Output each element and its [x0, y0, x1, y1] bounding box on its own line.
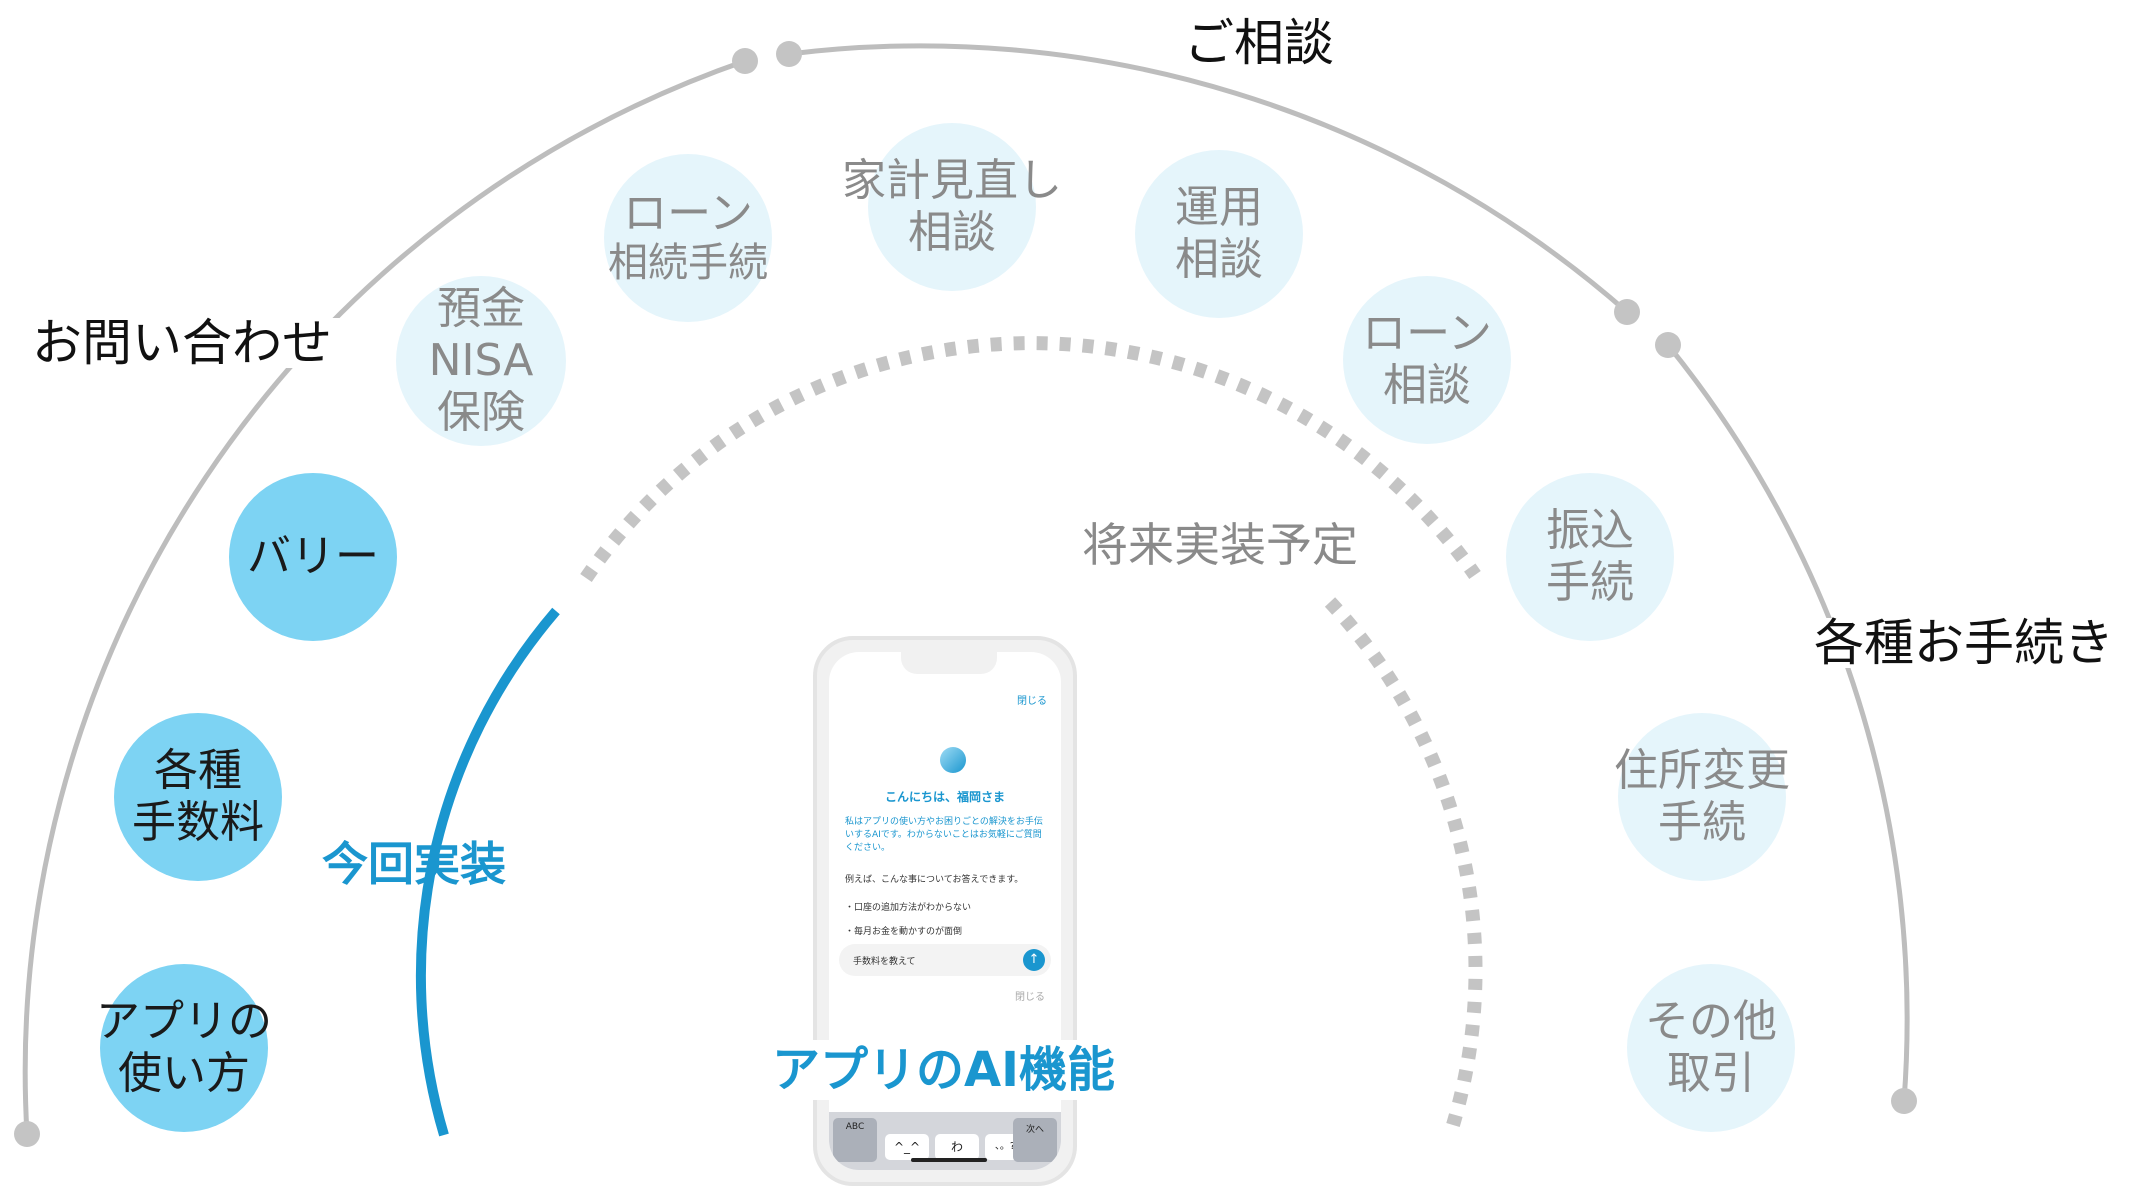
future-dotted-arc: [1324, 597, 1483, 1127]
keyboard-abc-key[interactable]: ABC: [833, 1118, 877, 1162]
item-line: 振込: [1546, 505, 1634, 557]
phone-bullet: ・口座の追加方法がわからない: [845, 903, 972, 913]
arc-endpoint-dot: [776, 41, 802, 67]
item-deposit-nisa-insurance: 預金 NISA 保険: [396, 276, 566, 446]
item-line: 住所変更: [1614, 745, 1790, 797]
phone-greeting: こんにちは、福岡さま: [884, 790, 1005, 804]
item-line: 家計見直し: [842, 155, 1062, 207]
item-line: 保険: [437, 386, 525, 438]
item-line: 相談: [908, 207, 996, 258]
keyboard-next-key[interactable]: 次へ: [1013, 1118, 1057, 1162]
outer-arc-inquiry: [22, 58, 746, 1135]
item-line: 手続: [1658, 797, 1746, 848]
item-household-review: 家計見直し 相談: [842, 123, 1062, 291]
future-dotted-arc: [580, 336, 1481, 582]
item-line: ローン: [623, 188, 753, 240]
phone-bullet: ・毎月お金を動かすのが面倒: [845, 927, 963, 937]
arc-endpoint-dot: [1614, 299, 1640, 325]
phone-mockup: 閉じる こんにちは、福岡さま 私はアプリの使い方やお困りごとの解決をお手伝いする…: [813, 636, 1077, 1186]
phone-chat-input[interactable]: 手数料を教えて ↑: [839, 944, 1051, 976]
item-line: 相談: [1383, 360, 1471, 411]
item-line: 預金: [437, 283, 525, 335]
item-line: 使い方: [118, 1048, 250, 1099]
phone-home-indicator: [911, 1158, 987, 1162]
item-loan-consultation: ローン 相談: [1343, 276, 1511, 444]
outer-arc-procedures: [1666, 343, 1910, 1102]
item-address-change: 住所変更 手続: [1614, 713, 1790, 881]
label-consultation: ご相談: [1172, 18, 1346, 68]
item-fees: 各種 手数料: [114, 713, 282, 881]
arc-endpoint-dot: [732, 48, 758, 74]
app-ai-label: アプリのAI機能: [762, 1040, 1126, 1100]
phone-close-button-2[interactable]: 閉じる: [1015, 992, 1045, 1003]
keyboard-key[interactable]: わ: [935, 1134, 979, 1160]
phone-description: 私はアプリの使い方やお困りごとの解決をお手伝いするAIです。わからないことはお気…: [845, 817, 1043, 854]
arc-endpoint-dot: [1891, 1088, 1917, 1114]
future-impl-label: 将来実装予定: [1082, 518, 1358, 572]
label-procedures: 各種お手続き: [1802, 618, 2126, 668]
label-inquiry: お問い合わせ: [20, 318, 344, 368]
phone-example-intro: 例えば、こんな事についてお答えできます。: [845, 875, 1024, 885]
item-line: 手数料: [132, 797, 264, 848]
item-line: 各種: [154, 745, 242, 797]
item-line: その他: [1645, 996, 1777, 1048]
current-impl-label: 今回実装: [322, 837, 506, 891]
item-other-transactions: その他 取引: [1627, 964, 1795, 1132]
item-line: 取引: [1667, 1048, 1755, 1099]
item-investment-consultation: 運用 相談: [1135, 150, 1303, 318]
arrow-up-icon[interactable]: ↑: [1023, 949, 1045, 971]
item-line: ローン: [1362, 308, 1492, 360]
current-impl-arc: [415, 607, 560, 1137]
item-app-usage: アプリの 使い方: [96, 964, 272, 1132]
phone-close-button[interactable]: 閉じる: [1017, 696, 1047, 707]
item-transfer-procedure: 振込 手続: [1506, 473, 1674, 641]
phone-notch: [901, 652, 997, 674]
item-line: 相談: [1175, 234, 1263, 285]
item-bari: バリー: [229, 473, 397, 641]
item-line: アプリの: [96, 996, 272, 1048]
item-line: 運用: [1175, 182, 1263, 234]
ai-logo-icon: [940, 747, 966, 773]
keyboard-key[interactable]: ^_^: [885, 1134, 929, 1160]
phone-chat-input-value: 手数料を教えて: [853, 957, 916, 967]
item-line: バリー: [247, 531, 379, 583]
item-loan-inheritance: ローン 相続手続: [604, 154, 772, 322]
arc-endpoint-dot: [14, 1121, 40, 1147]
outer-arc-consultation: [788, 43, 1629, 314]
arc-endpoint-dot: [1655, 332, 1681, 358]
item-line: 相続手続: [608, 240, 768, 287]
phone-keyboard: ABC ^_^ わ 、。?! 次へ: [829, 1112, 1061, 1170]
item-line: 手続: [1546, 557, 1634, 608]
item-line: NISA: [428, 335, 534, 387]
